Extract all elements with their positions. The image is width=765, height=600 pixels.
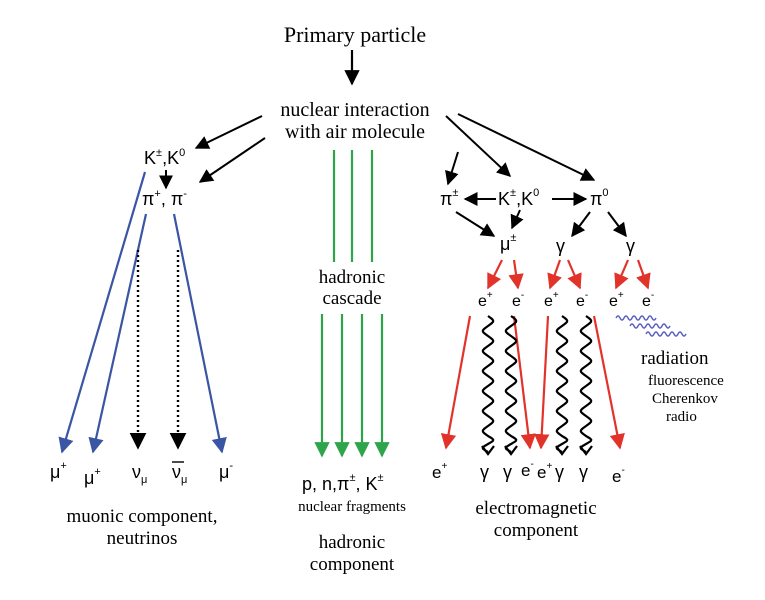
muonic-branch: K±,K0 π+, π- μ+ μ+ νμ νμ μ- muonic compo… xyxy=(50,115,266,549)
arrow-to-kaons-left xyxy=(194,115,263,149)
wavy-photon-3 xyxy=(555,315,569,453)
em-caption-line1: electromagnetic xyxy=(475,498,596,519)
arrow-kaon-to-muon-1 xyxy=(58,171,147,454)
arrow-pion-to-muon-5 xyxy=(172,213,227,454)
radiation-item-2: Cherenkov xyxy=(652,391,718,407)
arrow-pion-to-muon-2 xyxy=(88,213,148,454)
red-arrow-muon-left xyxy=(487,259,503,290)
red-arrow-gamma1-right xyxy=(566,259,582,290)
red-long-arrow-3 xyxy=(534,315,550,450)
arrow-kaons-to-muon xyxy=(510,209,524,230)
arrow-pi-to-muon xyxy=(455,211,496,237)
arrow-to-kaons-right xyxy=(445,115,512,177)
muon-product-1: μ+ xyxy=(50,460,67,482)
kaons-left-label: K±,K0 xyxy=(144,147,185,168)
muonic-caption-line2: neutrinos xyxy=(107,528,178,549)
hadronic-cascade-line2: cascade xyxy=(322,288,381,309)
lepton-4: e- xyxy=(576,290,588,310)
arrow-to-pi-zero xyxy=(457,113,596,181)
hadronic-branch: hadronic cascade p, n,π±, K± nuclear fra… xyxy=(298,150,406,575)
hadronic-caption-line1: hadronic xyxy=(319,532,385,553)
interaction-line1: nuclear interaction xyxy=(280,99,429,121)
hadronic-caption-line2: component xyxy=(310,554,395,575)
em-caption-line2: component xyxy=(494,520,579,541)
red-long-arrow-4 xyxy=(592,315,625,450)
wave-arrowhead-3 xyxy=(555,445,569,456)
arrow-to-pions-left xyxy=(198,137,266,183)
wavy-photon-4 xyxy=(579,315,593,453)
em-bottom-5: e+ xyxy=(537,461,552,482)
pi-charged-label: π± xyxy=(440,187,458,209)
em-bottom-2: γ xyxy=(480,462,489,482)
radiation-item-3: radio xyxy=(666,409,697,425)
wave-arrowhead-1 xyxy=(481,445,495,456)
red-arrow-muon-right xyxy=(508,259,524,290)
lepton-5: e+ xyxy=(609,290,624,310)
em-bottom-1: e+ xyxy=(432,461,447,482)
neutrino-product-2: νμ xyxy=(172,462,187,486)
red-arrow-gamma1-left xyxy=(547,259,562,290)
radiation-wave-1 xyxy=(615,315,657,321)
radiation-group: radiation fluorescence Cherenkov radio xyxy=(615,315,724,425)
arrow-pi-zero-to-gamma-1 xyxy=(571,211,591,238)
muonic-caption-line1: muonic component, xyxy=(67,506,218,527)
lepton-1: e+ xyxy=(478,290,493,310)
wave-arrowhead-4 xyxy=(579,445,593,456)
lepton-6: e- xyxy=(642,290,654,310)
gamma-2-label: γ xyxy=(626,236,635,256)
em-bottom-7: γ xyxy=(579,462,588,482)
arrow-to-pi-charged xyxy=(445,151,459,186)
pi-zero-label: π0 xyxy=(590,187,609,209)
red-long-arrow-1 xyxy=(440,315,472,450)
radiation-wave-3 xyxy=(645,331,687,337)
neutrino-product-1: νμ xyxy=(132,462,147,486)
primary-particle-label: Primary particle xyxy=(284,22,426,47)
em-bottom-6: γ xyxy=(555,462,564,482)
muon-product-2: μ+ xyxy=(84,466,101,488)
hadronic-products: p, n,π±, K± xyxy=(302,472,384,494)
muon-product-5: μ- xyxy=(219,460,233,482)
arrow-pi-zero-to-gamma-2 xyxy=(607,211,627,238)
radiation-wave-2 xyxy=(629,323,671,329)
gamma-1-label: γ xyxy=(556,236,565,256)
radiation-item-1: fluorescence xyxy=(648,373,724,389)
interaction-line2: with air molecule xyxy=(285,121,425,143)
wave-arrowhead-2 xyxy=(504,445,518,456)
red-long-arrow-2 xyxy=(512,315,536,450)
lepton-2: e- xyxy=(512,290,524,310)
em-bottom-4: e- xyxy=(521,459,534,480)
muon-em-label: μ± xyxy=(500,232,516,254)
radiation-title: radiation xyxy=(641,348,709,369)
kaons-right-label: K±,K0 xyxy=(498,187,539,209)
wavy-photon-2 xyxy=(504,315,518,453)
em-bottom-3: γ xyxy=(503,462,512,482)
nuclear-fragments-label: nuclear fragments xyxy=(298,499,406,515)
electromagnetic-branch: π± K±,K0 π0 μ± γ γ e+ e- e+ e- e+ e- xyxy=(432,113,654,541)
red-arrow-gamma2-left xyxy=(614,259,630,290)
em-bottom-8: e- xyxy=(612,465,625,486)
wavy-photon-1 xyxy=(481,315,495,453)
pions-left-label: π+, π- xyxy=(142,188,187,209)
lepton-3: e+ xyxy=(544,290,559,310)
hadronic-cascade-line1: hadronic xyxy=(319,267,385,288)
red-arrow-gamma2-right xyxy=(636,259,651,290)
